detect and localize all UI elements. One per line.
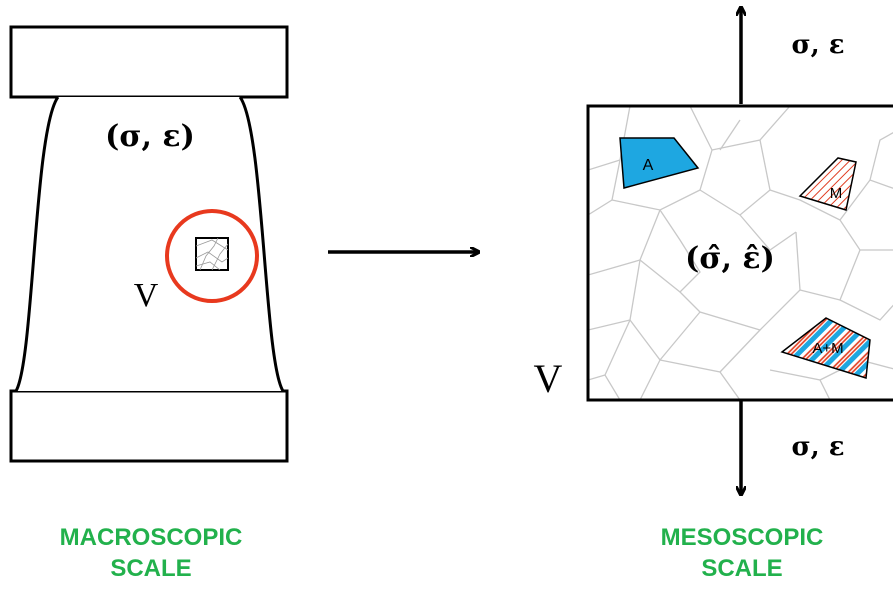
meso-box-border bbox=[586, 104, 893, 402]
macro-volume-label: V bbox=[134, 277, 159, 314]
top-grip bbox=[9, 25, 289, 99]
top-load-label: σ, ε bbox=[791, 30, 844, 60]
meso-volume-label: V bbox=[534, 356, 563, 401]
bottom-grip bbox=[9, 389, 289, 463]
grain-martensite-label: M bbox=[830, 185, 843, 202]
meso-local-label: (σ̂, ε̂) bbox=[685, 241, 775, 276]
grain-austenite-label: A bbox=[643, 157, 654, 174]
macroscopic-specimen: (σ, ε) V bbox=[9, 25, 289, 463]
grain-mixed-label: A+M bbox=[812, 340, 843, 357]
macro-stress-label: (σ, ε) bbox=[105, 119, 195, 154]
grain-boundaries bbox=[588, 106, 893, 400]
mesoscopic-volume: A M A+M (σ̂, ε̂) V σ, ε σ, ε bbox=[534, 8, 893, 494]
macro-caption-line1: MACROSCOPIC bbox=[60, 524, 243, 551]
highlight-circle bbox=[165, 209, 259, 303]
grain-mixed: A+M bbox=[780, 317, 871, 379]
grain-austenite: A bbox=[619, 137, 700, 189]
bottom-load-label: σ, ε bbox=[791, 432, 844, 462]
small-volume-element bbox=[195, 237, 229, 271]
specimen-left-edge bbox=[14, 96, 60, 392]
specimen-right-edge bbox=[238, 96, 285, 392]
meso-caption-line2: SCALE bbox=[701, 555, 782, 582]
macro-caption-line2: SCALE bbox=[110, 555, 191, 582]
specimen-gauge bbox=[16, 97, 283, 391]
grain-martensite: M bbox=[798, 157, 857, 211]
meso-caption-line1: MESOSCOPIC bbox=[661, 524, 824, 551]
